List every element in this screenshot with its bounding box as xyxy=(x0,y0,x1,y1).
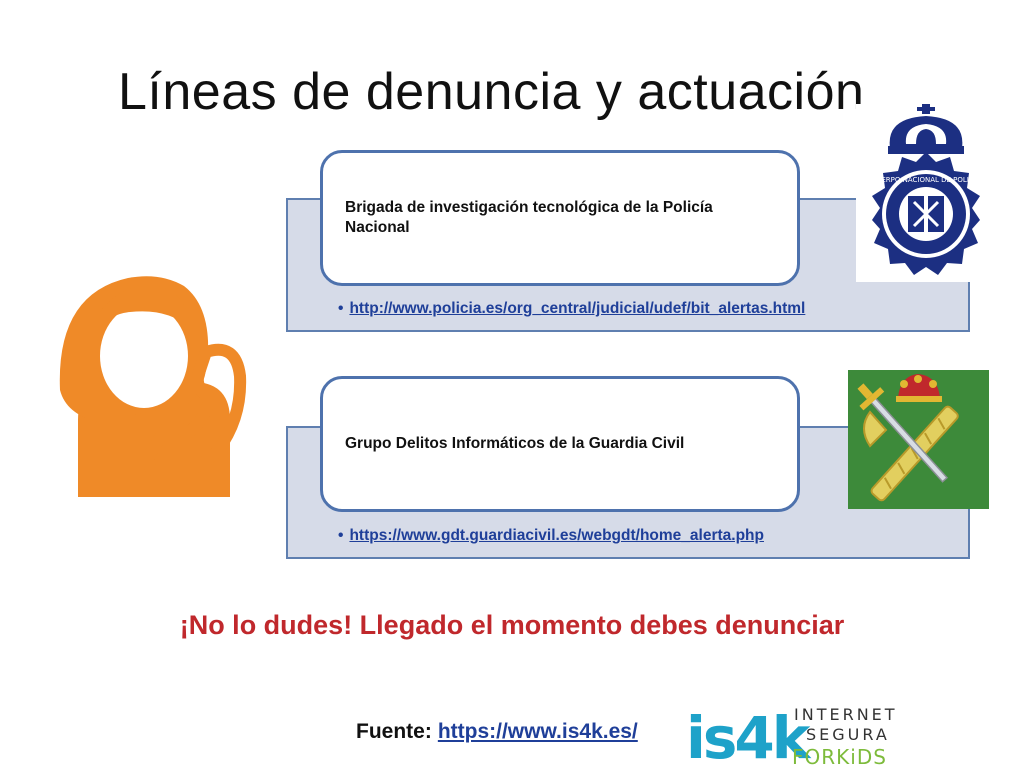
is4k-logo-main: is4k xyxy=(686,704,812,768)
policia-alert-link[interactable]: http://www.policia.es/org_central/judici… xyxy=(338,300,805,318)
guardia-civil-emblem-icon xyxy=(848,370,989,509)
policia-line-card: Brigada de investigación tecnológica de … xyxy=(320,150,800,286)
guardia-civil-line-card: Grupo Delitos Informáticos de la Guardia… xyxy=(320,376,800,512)
guardia-civil-alert-link[interactable]: https://www.gdt.guardiacivil.es/webgdt/h… xyxy=(338,527,764,545)
person-on-phone-icon xyxy=(59,276,247,497)
call-to-action: ¡No lo dudes! Llegado el momento debes d… xyxy=(179,610,845,640)
is4k-logo-line2: SEGURA xyxy=(806,725,890,744)
guardia-civil-line-name: Grupo Delitos Informáticos de la Guardia… xyxy=(345,435,685,452)
policia-nacional-emblem-text: CUERPO NACIONAL DE POLICIA xyxy=(871,176,980,184)
is4k-logo-line3: FORKiDS xyxy=(792,745,887,768)
slide-title: Líneas de denuncia y actuación xyxy=(118,63,865,121)
policia-nacional-emblem-icon: CUERPO NACIONAL DE POLICIA xyxy=(856,104,996,282)
source-link[interactable]: https://www.is4k.es/ xyxy=(437,720,638,743)
policia-line-name: Brigada de investigación tecnológica de … xyxy=(345,199,713,236)
source-label: Fuente: xyxy=(356,720,432,743)
source-line: Fuente:https://www.is4k.es/ xyxy=(356,720,638,744)
is4k-logo-icon: is4k INTERNET SEGURA FORKiDS xyxy=(686,704,898,768)
is4k-logo-line1: INTERNET xyxy=(794,705,898,724)
